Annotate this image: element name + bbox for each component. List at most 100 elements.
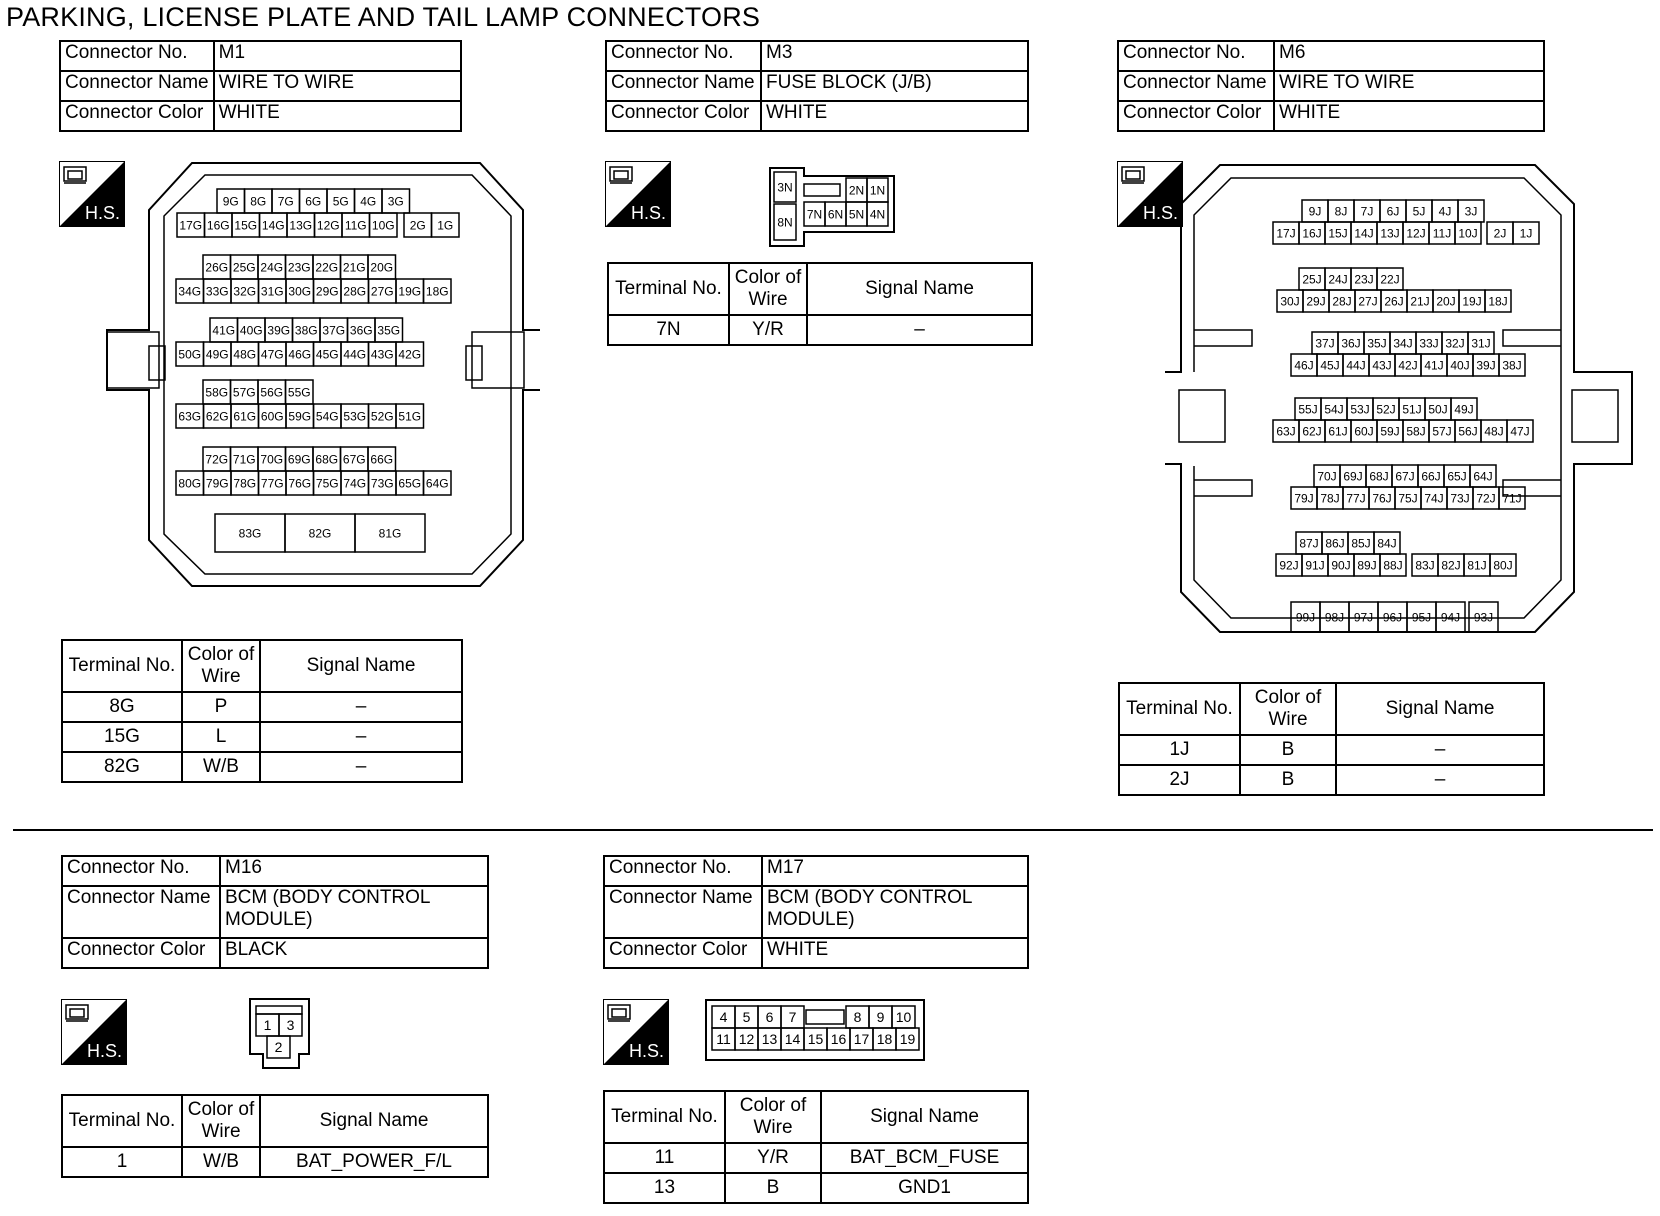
- terminal-label: 94J: [1441, 610, 1460, 624]
- terminal-label: 7J: [1361, 204, 1374, 218]
- header-terminal-no: Terminal No.: [1118, 682, 1241, 736]
- terminal-label: 89J: [1357, 558, 1376, 572]
- terminal-label: 64G: [426, 476, 449, 490]
- terminal-label: 52J: [1376, 402, 1395, 416]
- terminal-cavity: [1498, 486, 1526, 510]
- page-title: PARKING, LICENSE PLATE AND TAIL LAMP CON…: [6, 2, 761, 32]
- terminal-label: 48G: [233, 347, 256, 361]
- label-connector-color: Connector Color: [59, 100, 215, 132]
- hs-icon: H.S.: [61, 999, 127, 1065]
- terminal-label: 65J: [1447, 469, 1466, 483]
- label-connector-color: Connector Color: [1117, 100, 1275, 132]
- terminal-label: 5: [743, 1009, 751, 1025]
- signal-name: –: [1335, 734, 1545, 766]
- connector-name: FUSE BLOCK (J/B): [760, 70, 1029, 102]
- terminal-label: 43G: [371, 347, 394, 361]
- terminal-label: 14J: [1354, 226, 1373, 240]
- terminal-label: 47J: [1510, 424, 1529, 438]
- terminal-label: 75G: [316, 476, 339, 490]
- terminal-label: 37J: [1315, 336, 1334, 350]
- terminal-label: 35J: [1367, 336, 1386, 350]
- terminal-label: 43J: [1372, 358, 1391, 372]
- header-color-of-wire: Color of Wire: [728, 262, 808, 316]
- signal-name: –: [259, 721, 463, 753]
- terminal-label: 31G: [261, 284, 284, 298]
- terminal-label: 44J: [1346, 358, 1365, 372]
- terminal-cavity: [368, 212, 398, 238]
- terminal-label: 53G: [343, 409, 366, 423]
- terminal-label: 50G: [178, 347, 201, 361]
- terminal-label: 34J: [1393, 336, 1412, 350]
- terminal-label: 4N: [870, 207, 885, 221]
- terminal-label: 4G: [360, 194, 376, 208]
- terminal-label: 1: [264, 1017, 272, 1033]
- connector-color: WHITE: [760, 100, 1029, 132]
- terminal-label: 44G: [343, 347, 366, 361]
- terminal-label: 41J: [1424, 358, 1443, 372]
- terminal-label: 21G: [343, 260, 366, 274]
- terminal-label: 32J: [1445, 336, 1464, 350]
- terminal-label: 40J: [1450, 358, 1469, 372]
- terminal-cavity: [1379, 553, 1407, 577]
- terminal-label: 15: [808, 1031, 824, 1047]
- terminal-no: 2J: [1118, 764, 1241, 796]
- terminal-label: 63G: [178, 409, 201, 423]
- signal-name: BAT_POWER_F/L: [259, 1146, 489, 1178]
- terminal-cavity: [895, 1027, 920, 1051]
- label-connector-name: Connector Name: [1117, 70, 1275, 102]
- terminal-label: 39J: [1476, 358, 1495, 372]
- terminal-label: 6: [766, 1009, 774, 1025]
- terminal-cavity: [1506, 419, 1534, 443]
- terminal-label: 55G: [288, 385, 311, 399]
- terminal-label: 16: [831, 1031, 847, 1047]
- label-connector-name: Connector Name: [603, 885, 763, 939]
- terminal-label: 52G: [371, 409, 394, 423]
- terminal-label: 4: [720, 1009, 728, 1025]
- connector-no: M6: [1273, 40, 1545, 72]
- terminal-label: 87J: [1299, 536, 1318, 550]
- terminal-cavity: [1498, 353, 1526, 377]
- wire-color: B: [724, 1172, 822, 1204]
- terminal-label: 10G: [372, 218, 395, 232]
- header-terminal-no: Terminal No.: [603, 1090, 726, 1144]
- terminal-label: 49J: [1454, 402, 1473, 416]
- terminal-label: 56G: [260, 385, 283, 399]
- terminal-label: 57J: [1432, 424, 1451, 438]
- terminal-label: 19: [900, 1031, 916, 1047]
- hs-label: H.S.: [85, 203, 120, 223]
- header-signal-name: Signal Name: [259, 1094, 489, 1148]
- terminal-label: 16J: [1302, 226, 1321, 240]
- terminal-label: 79J: [1294, 491, 1313, 505]
- label-connector-no: Connector No.: [605, 40, 762, 72]
- terminal-label: 91J: [1305, 558, 1324, 572]
- connector-no: M17: [761, 855, 1029, 887]
- terminal-label: 11: [716, 1031, 731, 1047]
- terminal-label: 73J: [1450, 491, 1469, 505]
- terminal-label: 66G: [370, 452, 393, 466]
- terminal-label: 59J: [1380, 424, 1399, 438]
- header-color-of-wire: Color of Wire: [724, 1090, 822, 1144]
- terminal-cavity: [422, 470, 452, 496]
- terminal-cavity: [1468, 601, 1499, 633]
- terminal-label: 26J: [1384, 294, 1403, 308]
- header-color-of-wire: Color of Wire: [1239, 682, 1337, 736]
- terminal-label: 85J: [1351, 536, 1370, 550]
- terminal-label: 25J: [1302, 272, 1321, 286]
- hs-label: H.S.: [629, 1041, 664, 1061]
- terminal-label: 54J: [1324, 402, 1343, 416]
- terminal-cavity: [773, 203, 797, 241]
- terminal-label: 2N: [849, 183, 864, 197]
- header-color-of-wire: Color of Wire: [181, 1094, 261, 1148]
- terminal-label: 5G: [333, 194, 349, 208]
- section-divider: [13, 829, 1653, 831]
- connector-color: WHITE: [1273, 100, 1545, 132]
- wire-color: W/B: [181, 751, 261, 783]
- terminal-label: 51J: [1402, 402, 1421, 416]
